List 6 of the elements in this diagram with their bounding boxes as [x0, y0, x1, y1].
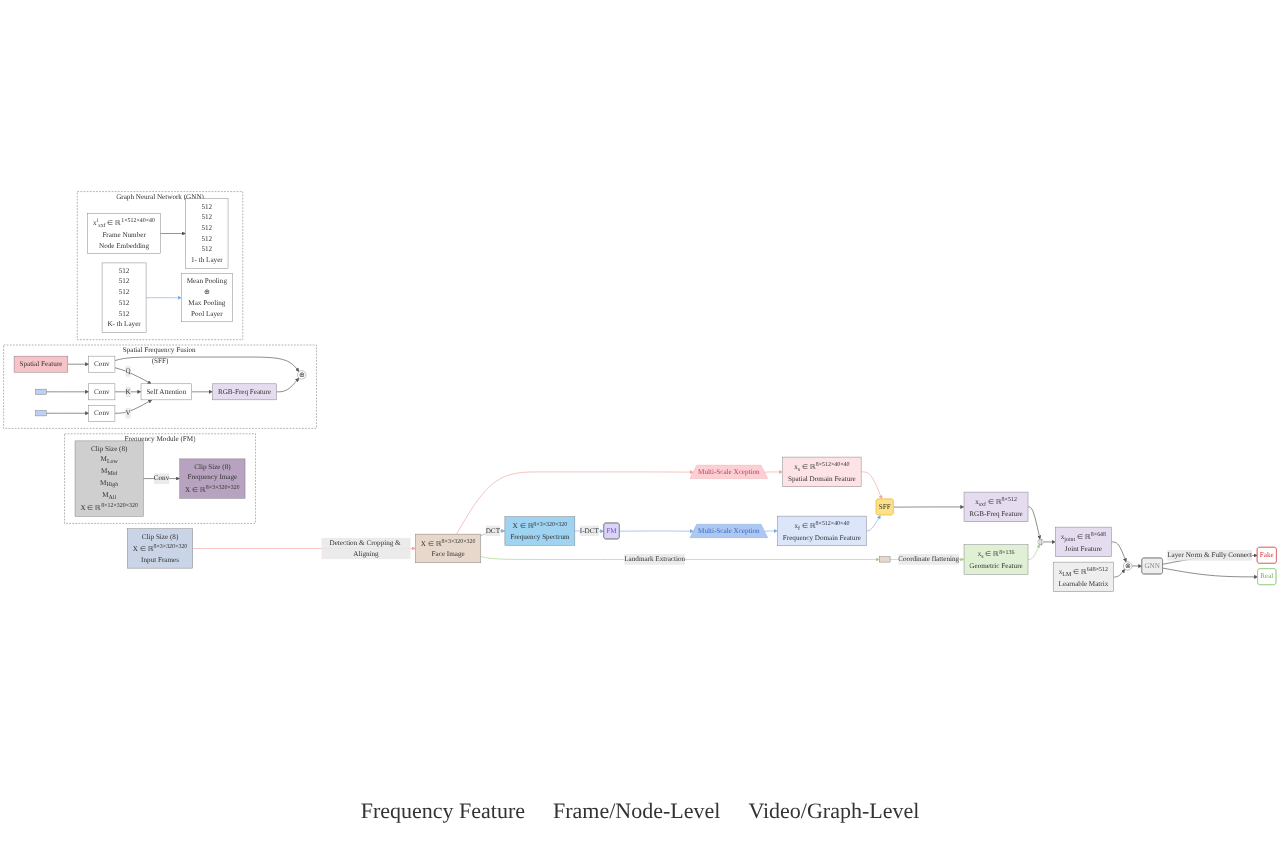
- note-label: Frequency Feature: [360, 800, 525, 824]
- note-label: Video/Graph-Level: [748, 800, 920, 824]
- node-box: [35, 410, 47, 417]
- note-label: Frame/Node-Level: [553, 800, 721, 824]
- node-box: [879, 556, 891, 563]
- node-box: [35, 389, 47, 396]
